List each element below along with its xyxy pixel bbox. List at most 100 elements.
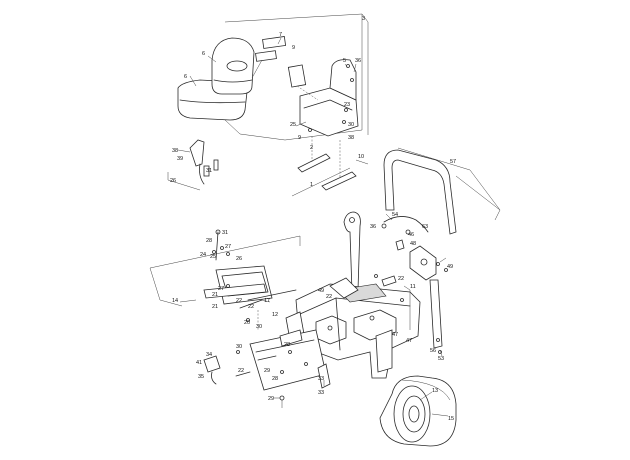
bolt-icon [344,108,348,112]
callout-17: 17 [264,298,270,304]
callout-29: 29 [264,368,270,374]
rops-post [429,279,443,349]
bolt-icon [279,395,285,401]
callout-26: 26 [170,178,176,184]
callout-30: 30 [256,324,262,330]
callout-34: 34 [206,352,212,358]
bolt-icon [400,298,404,302]
callout-33: 33 [318,390,324,396]
callout-25: 25 [290,122,296,128]
leader-line [355,159,369,165]
callout-13: 13 [432,388,438,394]
harness-wire [199,163,205,185]
washer [395,239,405,251]
bolt-icon [350,78,354,82]
bolt-icon [288,350,292,354]
callout-63: 63 [422,224,428,230]
callout-3: 3 [362,16,365,22]
rops-bracket-line [455,175,501,211]
leader-line [295,121,307,127]
callout-57: 57 [450,159,456,165]
callout-41: 41 [196,360,202,366]
bolt-icon [304,362,308,366]
control-lever [343,211,361,293]
seat-switch [189,139,205,167]
bolt-icon [327,325,333,331]
frame-cutout [353,309,397,341]
leader-line [261,299,271,303]
connector [213,159,219,171]
rops-hinge [409,245,437,281]
callout-30: 30 [348,122,354,128]
frame-plate [375,329,393,373]
callout-12: 12 [272,312,278,318]
callout-49: 49 [447,264,453,270]
callout-22: 22 [398,276,404,282]
callout-35: 35 [198,374,204,380]
callout-53: 53 [438,356,444,362]
callout-47: 47 [392,332,398,338]
callout-9: 9 [292,45,295,51]
seat-pan-rib [303,99,353,111]
seat-group-outline [224,13,363,141]
callout-labels: 3 7 9 5 36 6 6 23 25 30 38 9 2 10 1 38 3… [170,16,456,422]
callout-29: 29 [268,396,274,402]
control-arm-group [343,211,361,293]
leader-line [344,63,349,69]
callout-22: 22 [326,294,332,300]
bolt-icon [280,370,284,374]
link-rod [247,289,297,301]
tire-group [379,375,457,447]
callout-38: 38 [348,135,354,141]
callout-36: 36 [370,224,376,230]
callout-20: 20 [244,320,250,326]
rops-bracket-line [397,147,501,221]
callout-49: 49 [318,288,324,294]
leader-line [189,75,197,87]
wheel-hub [408,405,420,423]
footrest-group [149,229,301,330]
tread-line [401,379,451,401]
pad-upper [262,36,287,49]
callout-22: 22 [236,298,242,304]
cable [383,216,429,233]
bolt-icon [215,229,221,235]
callout-11: 11 [410,284,416,290]
callout-2: 2 [310,145,313,151]
callout-47: 47 [406,338,412,344]
seat-group-bracket [361,13,369,135]
leader-line [179,299,197,303]
bolt-icon [212,250,216,254]
callout-56: 56 [430,348,436,354]
seat-logo-oval [226,60,248,72]
plate-tab [279,329,303,347]
rops-group [381,147,501,354]
callout-54: 54 [392,212,398,218]
leader-dash [296,85,319,101]
bolt-icon [226,284,230,288]
callout-21: 21 [212,304,218,310]
seat-group [167,13,369,197]
pin [235,371,251,377]
bolt-icon [444,268,448,272]
latch-spring [211,371,217,385]
callout-24: 24 [200,252,206,258]
callout-30: 30 [236,344,242,350]
callout-23: 23 [344,102,350,108]
callout-33: 33 [318,376,324,382]
pad-lower [255,50,277,62]
frame-edge [335,297,341,351]
callout-21: 21 [212,292,218,298]
callout-39: 39 [177,156,183,162]
harness-bracket-line [167,172,201,191]
bolt-icon [436,338,440,342]
leader-line [277,37,282,45]
footrest-bracket-line [149,267,183,307]
callout-6: 6 [202,51,205,57]
callout-28: 28 [206,238,212,244]
bolt-icon [226,252,230,256]
callout-48: 48 [410,241,416,247]
link-rod [239,299,263,309]
frame-bracket-line [403,285,411,330]
